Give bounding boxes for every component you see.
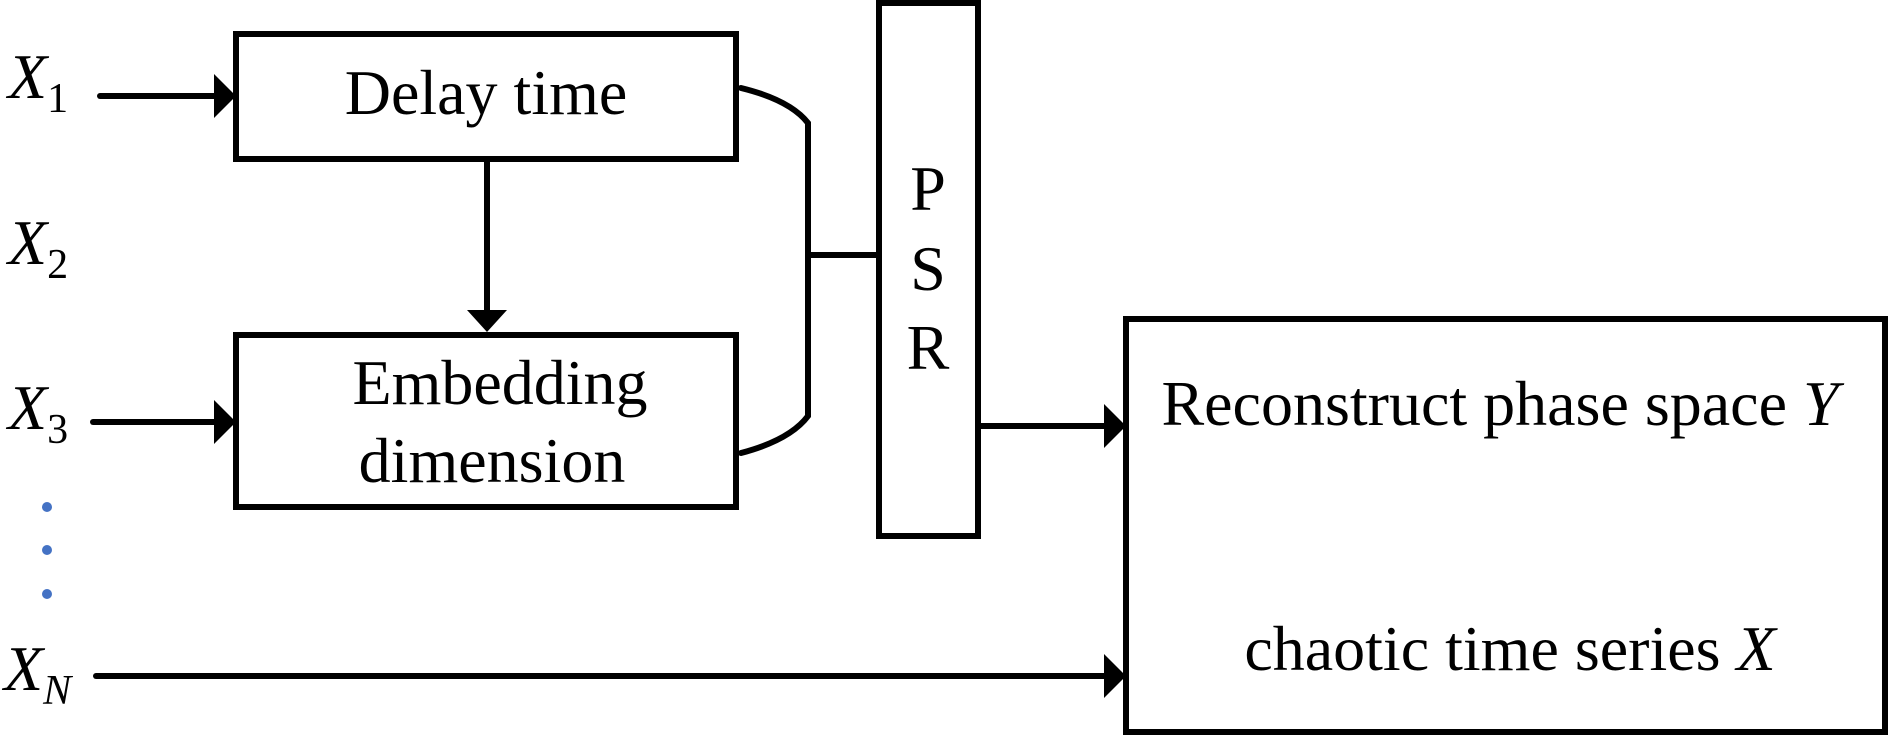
ellipsis-dot bbox=[42, 589, 52, 599]
psr-letter-p: P bbox=[910, 153, 946, 224]
arrowhead-icon bbox=[1104, 404, 1126, 448]
output-box: Reconstruct phase space Y chaotic time s… bbox=[1123, 316, 1888, 735]
output-label-line1: Reconstruct phase space Y bbox=[1161, 368, 1845, 439]
delay-time-label: Delay time bbox=[345, 57, 628, 128]
input-label-xn: XN bbox=[1, 633, 73, 714]
svg-text:XN: XN bbox=[1, 633, 73, 714]
delay-time-box: Delay time bbox=[233, 31, 739, 162]
input-label-x1: X1 bbox=[5, 41, 68, 122]
bracket-connector bbox=[738, 85, 811, 456]
ellipsis-dots bbox=[42, 502, 52, 599]
svg-text:X3: X3 bbox=[5, 372, 68, 453]
svg-text:X1: X1 bbox=[5, 41, 68, 122]
ellipsis-dot bbox=[42, 545, 52, 555]
psr-letter-s: S bbox=[910, 233, 946, 304]
embedding-label-line2: dimension bbox=[359, 425, 626, 496]
psr-letter-r: R bbox=[907, 312, 950, 383]
svg-text:X2: X2 bbox=[5, 207, 68, 288]
input-label-x3: X3 bbox=[5, 372, 68, 453]
output-label-line2: chaotic time series X bbox=[1244, 613, 1778, 684]
input-label-x2: X2 bbox=[5, 207, 68, 288]
arrowhead-icon bbox=[214, 400, 236, 444]
arrowhead-icon bbox=[467, 310, 507, 332]
arrowhead-icon bbox=[214, 74, 236, 118]
embedding-dimension-box: Embedding dimension bbox=[233, 332, 739, 510]
psr-box: P S R bbox=[876, 0, 981, 539]
arrowhead-icon bbox=[1104, 654, 1126, 698]
embedding-label-line1: Embedding bbox=[352, 347, 647, 418]
ellipsis-dot bbox=[42, 502, 52, 512]
